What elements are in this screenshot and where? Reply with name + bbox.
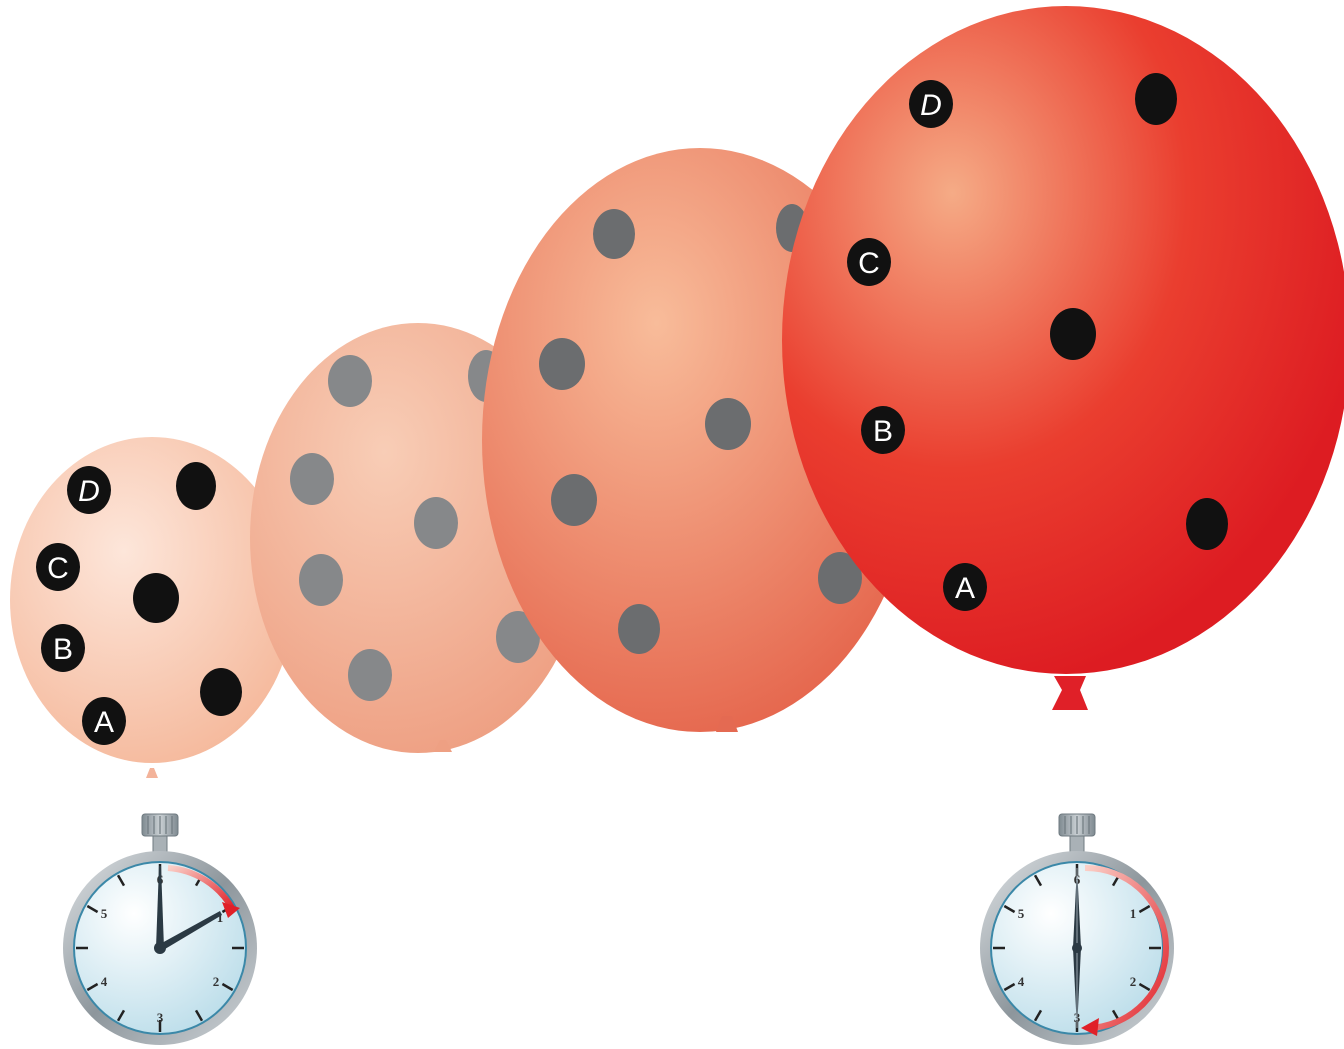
balloon-3-dot [618, 604, 660, 654]
balloon-3-dot [551, 474, 597, 526]
balloon-4-dot [1135, 73, 1177, 125]
point-c-label: C [858, 247, 880, 280]
point-b-label: B [873, 415, 893, 448]
balloon-1-point-a: A [82, 697, 126, 745]
stopwatch-pivot [154, 942, 166, 954]
balloon-1-point-b: B [41, 624, 85, 672]
point-b-label: B [53, 633, 73, 666]
clock-number: 2 [1130, 974, 1137, 989]
point-a-label: A [955, 572, 975, 605]
clock-number: 1 [1130, 906, 1137, 921]
clock-number: 3 [157, 1010, 164, 1025]
balloon-2-dot [328, 355, 372, 407]
clock-number: 5 [101, 906, 108, 921]
balloon-2-dot [414, 497, 458, 549]
point-a-label: A [94, 706, 114, 739]
balloon-4-point-d: D [909, 80, 953, 128]
balloon-1-point-d: D [67, 466, 111, 514]
point-d-label: D [920, 89, 942, 122]
stopwatch-end: 6 1 2 3 4 5 [980, 814, 1174, 1045]
balloon-2-dot [290, 453, 334, 505]
balloon-1-small: D C B A [10, 437, 294, 778]
balloon-4-knot [1052, 676, 1088, 710]
balloon-1-dot [200, 668, 242, 716]
clock-number: 4 [101, 974, 108, 989]
stopwatch-pivot [1072, 943, 1082, 953]
point-d-label: D [78, 475, 100, 508]
balloon-4-dot [1186, 498, 1228, 550]
balloon-2-dot [299, 554, 343, 606]
point-c-label: C [47, 552, 69, 585]
balloon-1-dot [133, 573, 179, 623]
balloon-4-point-a: A [943, 563, 987, 611]
balloon-4-dot [1050, 308, 1096, 360]
balloon-1-knot [146, 768, 158, 778]
balloon-3-dot [705, 398, 751, 450]
balloon-2-dot [348, 649, 392, 701]
balloon-1-dot [176, 462, 216, 510]
balloon-3-dot [593, 209, 635, 259]
balloon-4-point-b: B [861, 406, 905, 454]
clock-number: 2 [213, 974, 220, 989]
clock-number: 4 [1018, 974, 1025, 989]
stopwatch-start: 6 1 2 3 4 5 [63, 814, 257, 1045]
balloon-4-point-c: C [847, 238, 891, 286]
balloon-1-point-c: C [36, 543, 80, 591]
clock-number: 5 [1018, 906, 1025, 921]
balloon-3-dot [539, 338, 585, 390]
